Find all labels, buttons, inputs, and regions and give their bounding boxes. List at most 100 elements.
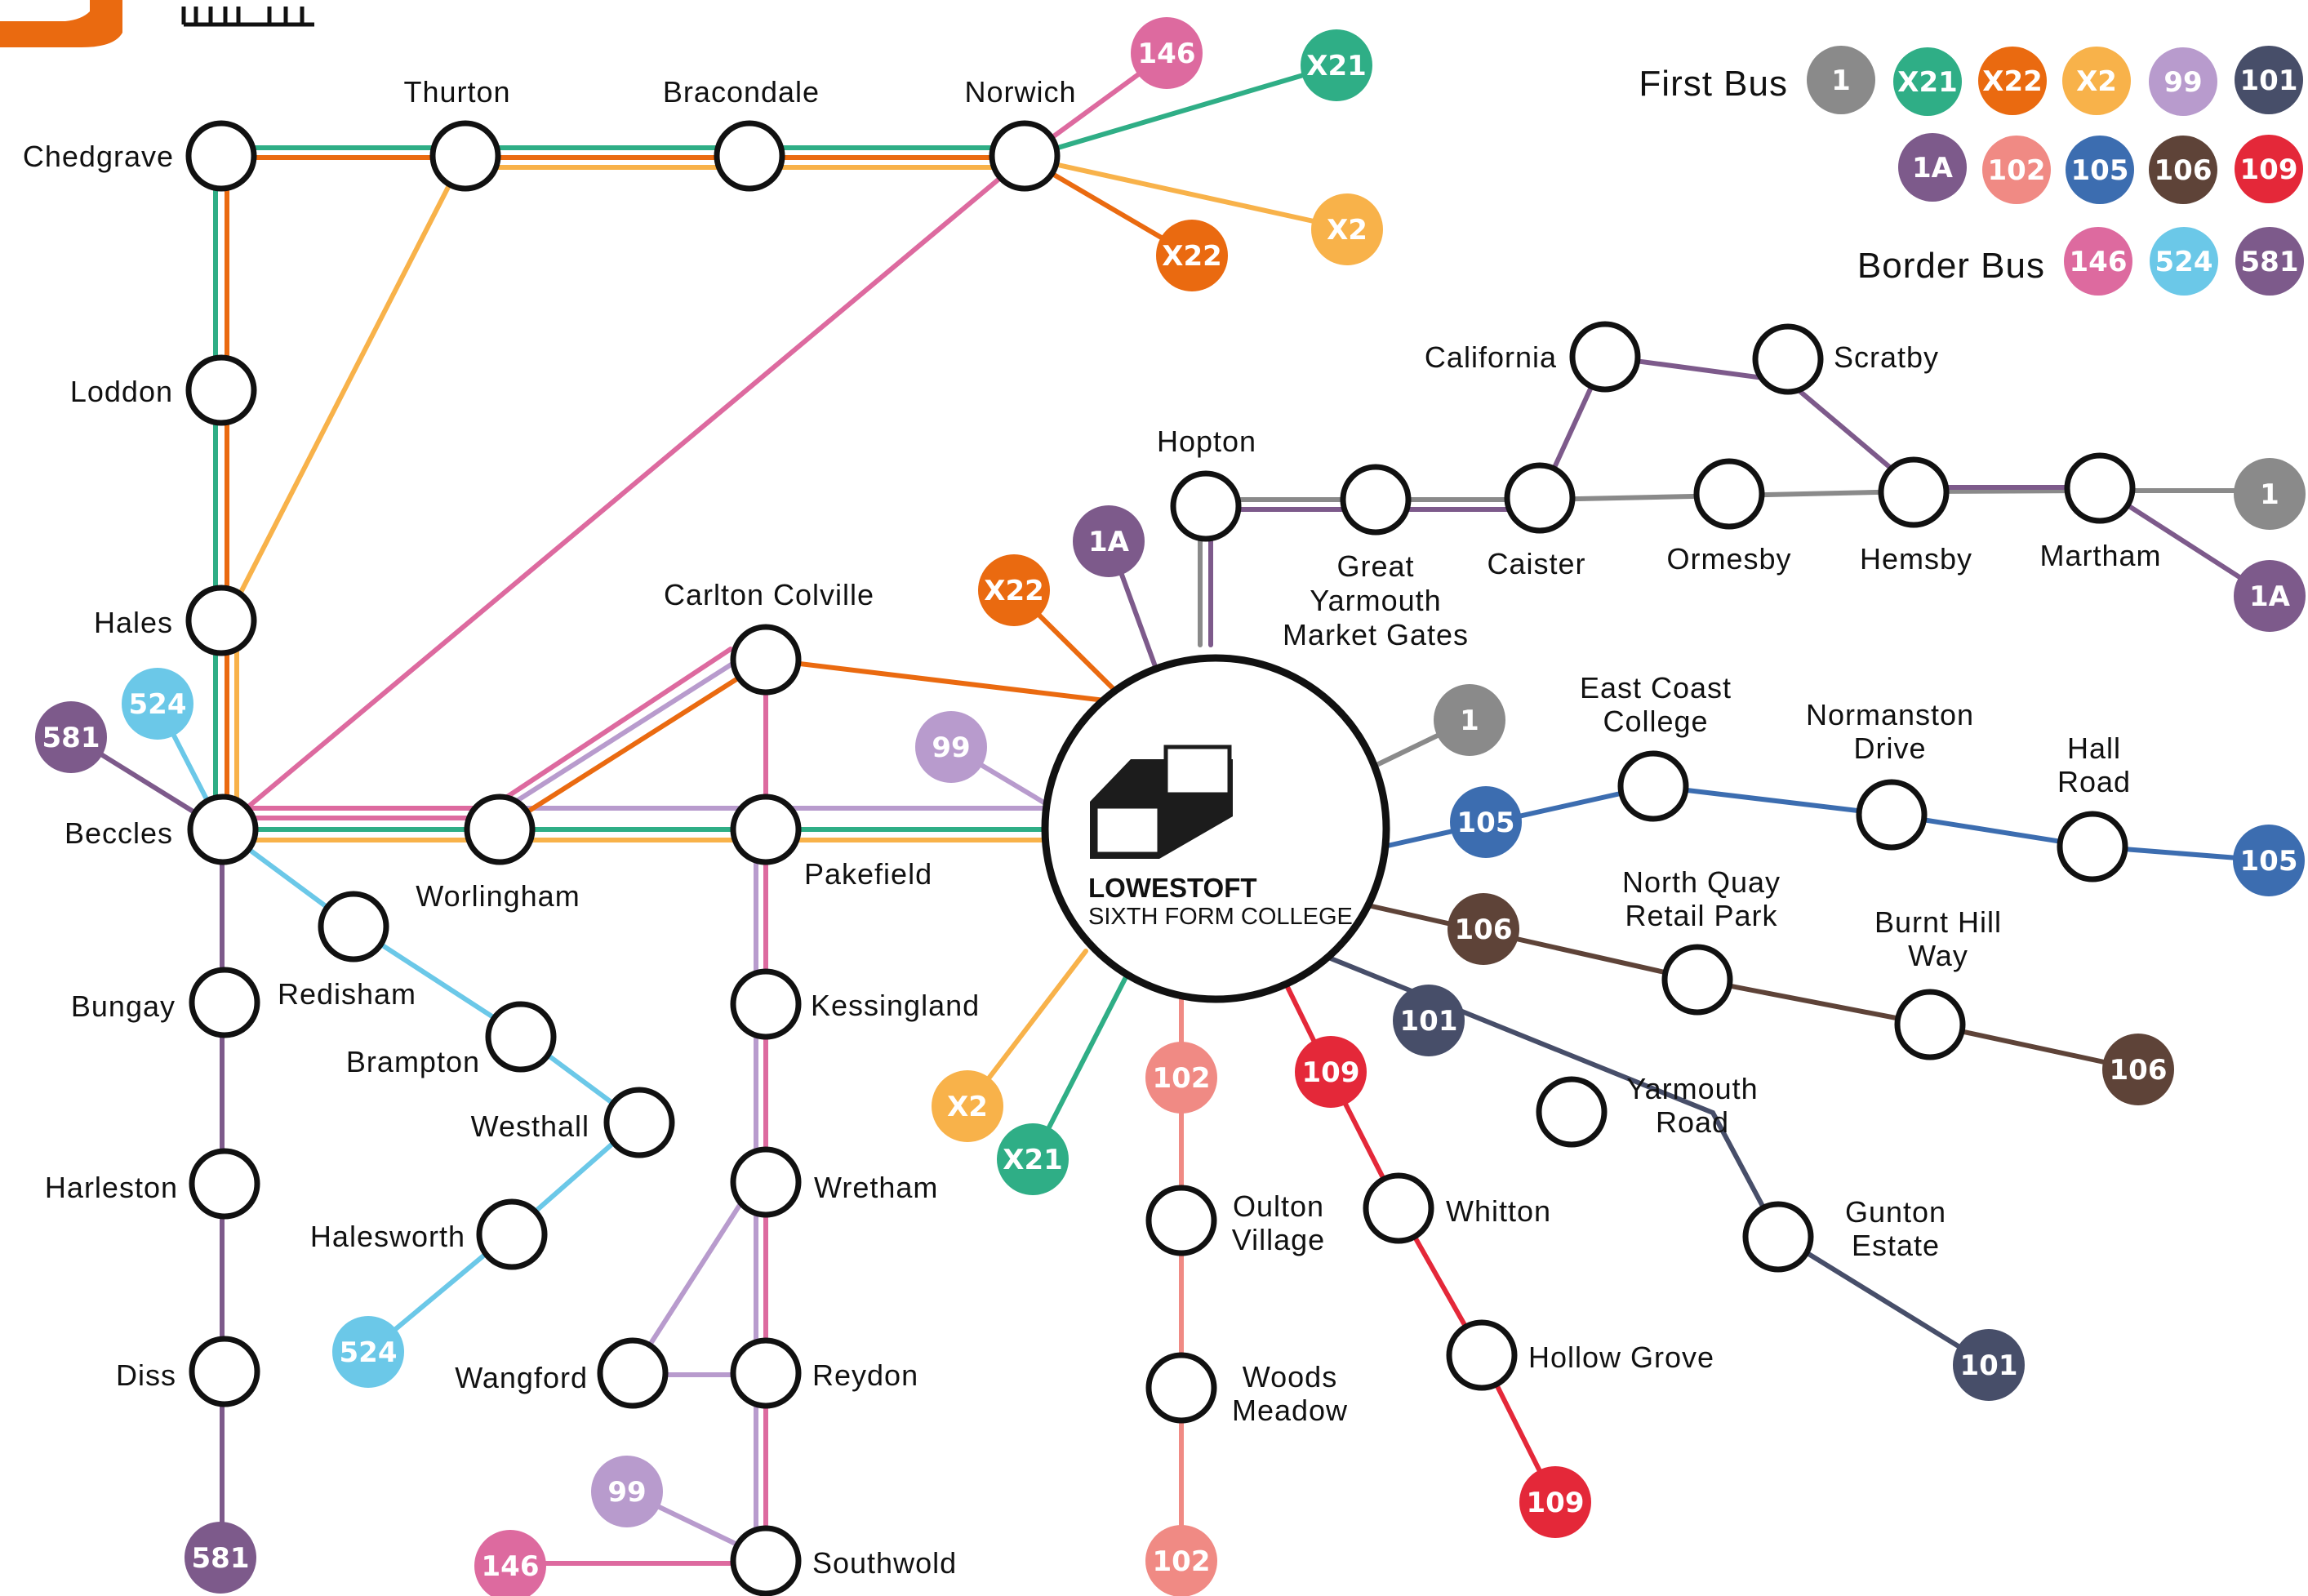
legend-first-bus-title: First Bus [1639,64,1788,104]
label-california: California [1425,340,1557,374]
route-badge-X22-5[interactable]: X22 [978,554,1050,626]
stop-thurton[interactable] [429,120,501,192]
stop-harleston[interactable] [189,1148,260,1220]
stop-southwold[interactable] [730,1525,802,1596]
stop-loddon[interactable] [185,354,257,426]
route-badge-102-18[interactable]: 102 [1145,1042,1217,1114]
stop-kessingland[interactable] [730,968,802,1040]
legend-badge-105-label: 105 [2071,154,2129,187]
stop-redisham[interactable] [318,891,389,962]
stop-yarmouth-road[interactable] [1536,1076,1608,1148]
route-badge-99-6[interactable]: 99 [915,711,987,783]
route-badge-X21-1[interactable]: X21 [1301,29,1372,101]
stop-gunton-estate[interactable] [1742,1201,1814,1273]
stop-hales[interactable] [185,585,257,656]
stop-beccles[interactable] [187,794,259,865]
route-badge-146-0[interactable]: 146 [1131,17,1203,89]
legend-badge-101[interactable]: 101 [2235,46,2303,114]
legend-badge-524[interactable]: 524 [2150,227,2218,296]
legend-badge-1[interactable]: 1 [1807,46,1875,114]
legend-badge-99[interactable]: 99 [2149,47,2217,116]
stop-north-quay[interactable] [1661,944,1733,1016]
route-badge-146-27[interactable]: 146 [474,1530,546,1596]
route-badge-101-14[interactable]: 101 [1393,985,1465,1056]
label-kessingland: Kessingland [811,989,980,1022]
stop-woods-meadow[interactable] [1145,1352,1217,1424]
label-southwold: Southwold [812,1546,957,1580]
route-badge-105-11-label: 105 [2240,845,2298,878]
route-badge-109-16[interactable]: 109 [1295,1036,1367,1108]
stop-halesworth[interactable] [476,1198,548,1270]
stop-carlton-colville[interactable] [730,624,802,696]
stop-east-coast-college[interactable] [1617,750,1689,822]
label-beccles: Beccles [64,816,173,850]
stop-california[interactable] [1569,321,1641,393]
stop-norwich[interactable] [989,120,1061,192]
label-hall-road-1: Hall [2067,731,2121,765]
stop-brampton[interactable] [485,1001,557,1073]
college-hub[interactable]: LOWESTOFT SIXTH FORM COLLEGE [1041,654,1390,1003]
route-badge-1A-9[interactable]: 1A [2234,560,2306,632]
route-badge-524-23[interactable]: 524 [122,668,193,740]
legend-badge-X22[interactable]: X22 [1978,47,2047,115]
legend-badge-X2[interactable]: X2 [2062,47,2131,115]
route-badge-X22-3[interactable]: X22 [1156,220,1228,291]
stop-oulton-village[interactable] [1145,1185,1217,1256]
route-badge-101-15[interactable]: 101 [1953,1329,2025,1401]
route-badge-105-11[interactable]: 105 [2233,825,2305,896]
stop-bracondale[interactable] [714,120,785,192]
stop-worlingham[interactable] [464,794,536,865]
route-badge-109-17[interactable]: 109 [1519,1466,1591,1538]
label-chedgrave: Chedgrave [23,140,174,173]
legend-badge-146[interactable]: 146 [2064,227,2132,296]
label-halesworth: Halesworth [310,1220,465,1253]
legend-badge-1A[interactable]: 1A [1898,133,1967,202]
stop-hemsby[interactable] [1878,456,1950,528]
stop-diss[interactable] [189,1336,260,1407]
route-badge-1-8[interactable]: 1 [2234,458,2306,530]
legend-badge-X21[interactable]: X21 [1893,47,1962,116]
stop-pakefield[interactable] [730,794,802,865]
legend-badge-109[interactable]: 109 [2235,135,2303,203]
stop-ormesby[interactable] [1693,458,1765,530]
route-badge-524-23-label: 524 [129,688,187,721]
route-badge-102-19[interactable]: 102 [1145,1525,1217,1596]
stop-normanston-drive[interactable] [1856,779,1928,851]
stop-hopton[interactable] [1170,470,1242,542]
stop-bungay[interactable] [189,967,260,1038]
route-badge-106-12[interactable]: 106 [1448,893,1519,965]
stop-hall-road[interactable] [2057,811,2128,882]
route-badge-X2-20[interactable]: X2 [932,1070,1003,1142]
route-badge-581-22[interactable]: 581 [35,701,107,773]
legend-badge-581[interactable]: 581 [2235,227,2304,296]
stop-scratby[interactable] [1752,323,1824,395]
route-badge-106-13[interactable]: 106 [2102,1034,2174,1105]
stop-burnt-hill-way[interactable] [1894,989,1966,1060]
stop-hollow-grove[interactable] [1446,1319,1518,1391]
legend-badge-106[interactable]: 106 [2149,136,2217,204]
route-badge-581-25[interactable]: 581 [185,1522,256,1594]
route-badge-105-10[interactable]: 105 [1450,786,1522,858]
label-whitton: Whitton [1446,1194,1551,1228]
legend-badge-105[interactable]: 105 [2066,136,2134,204]
route-badge-1-7[interactable]: 1 [1434,684,1505,756]
route-badge-X21-21[interactable]: X21 [997,1123,1069,1195]
stop-reydon[interactable] [730,1337,802,1409]
stop-wangford[interactable] [597,1337,669,1409]
stop-wretham[interactable] [730,1146,802,1218]
route-badge-524-24-label: 524 [340,1336,398,1369]
route-badge-99-26[interactable]: 99 [591,1456,663,1527]
label-hemsby: Hemsby [1860,542,1972,576]
stop-chedgrave[interactable] [185,120,257,192]
stop-martham[interactable] [2064,452,2136,524]
stop-caister[interactable] [1504,462,1576,534]
route-badge-1A-4[interactable]: 1A [1073,505,1145,577]
stop-great-yarmouth[interactable] [1340,464,1412,536]
stop-westhall[interactable] [603,1087,675,1158]
route-badge-524-24[interactable]: 524 [332,1316,404,1388]
stop-whitton[interactable] [1363,1172,1434,1244]
route-badge-581-22-label: 581 [42,722,100,754]
legend-badge-102[interactable]: 102 [1982,136,2051,204]
route-badge-X2-2[interactable]: X2 [1311,193,1383,265]
